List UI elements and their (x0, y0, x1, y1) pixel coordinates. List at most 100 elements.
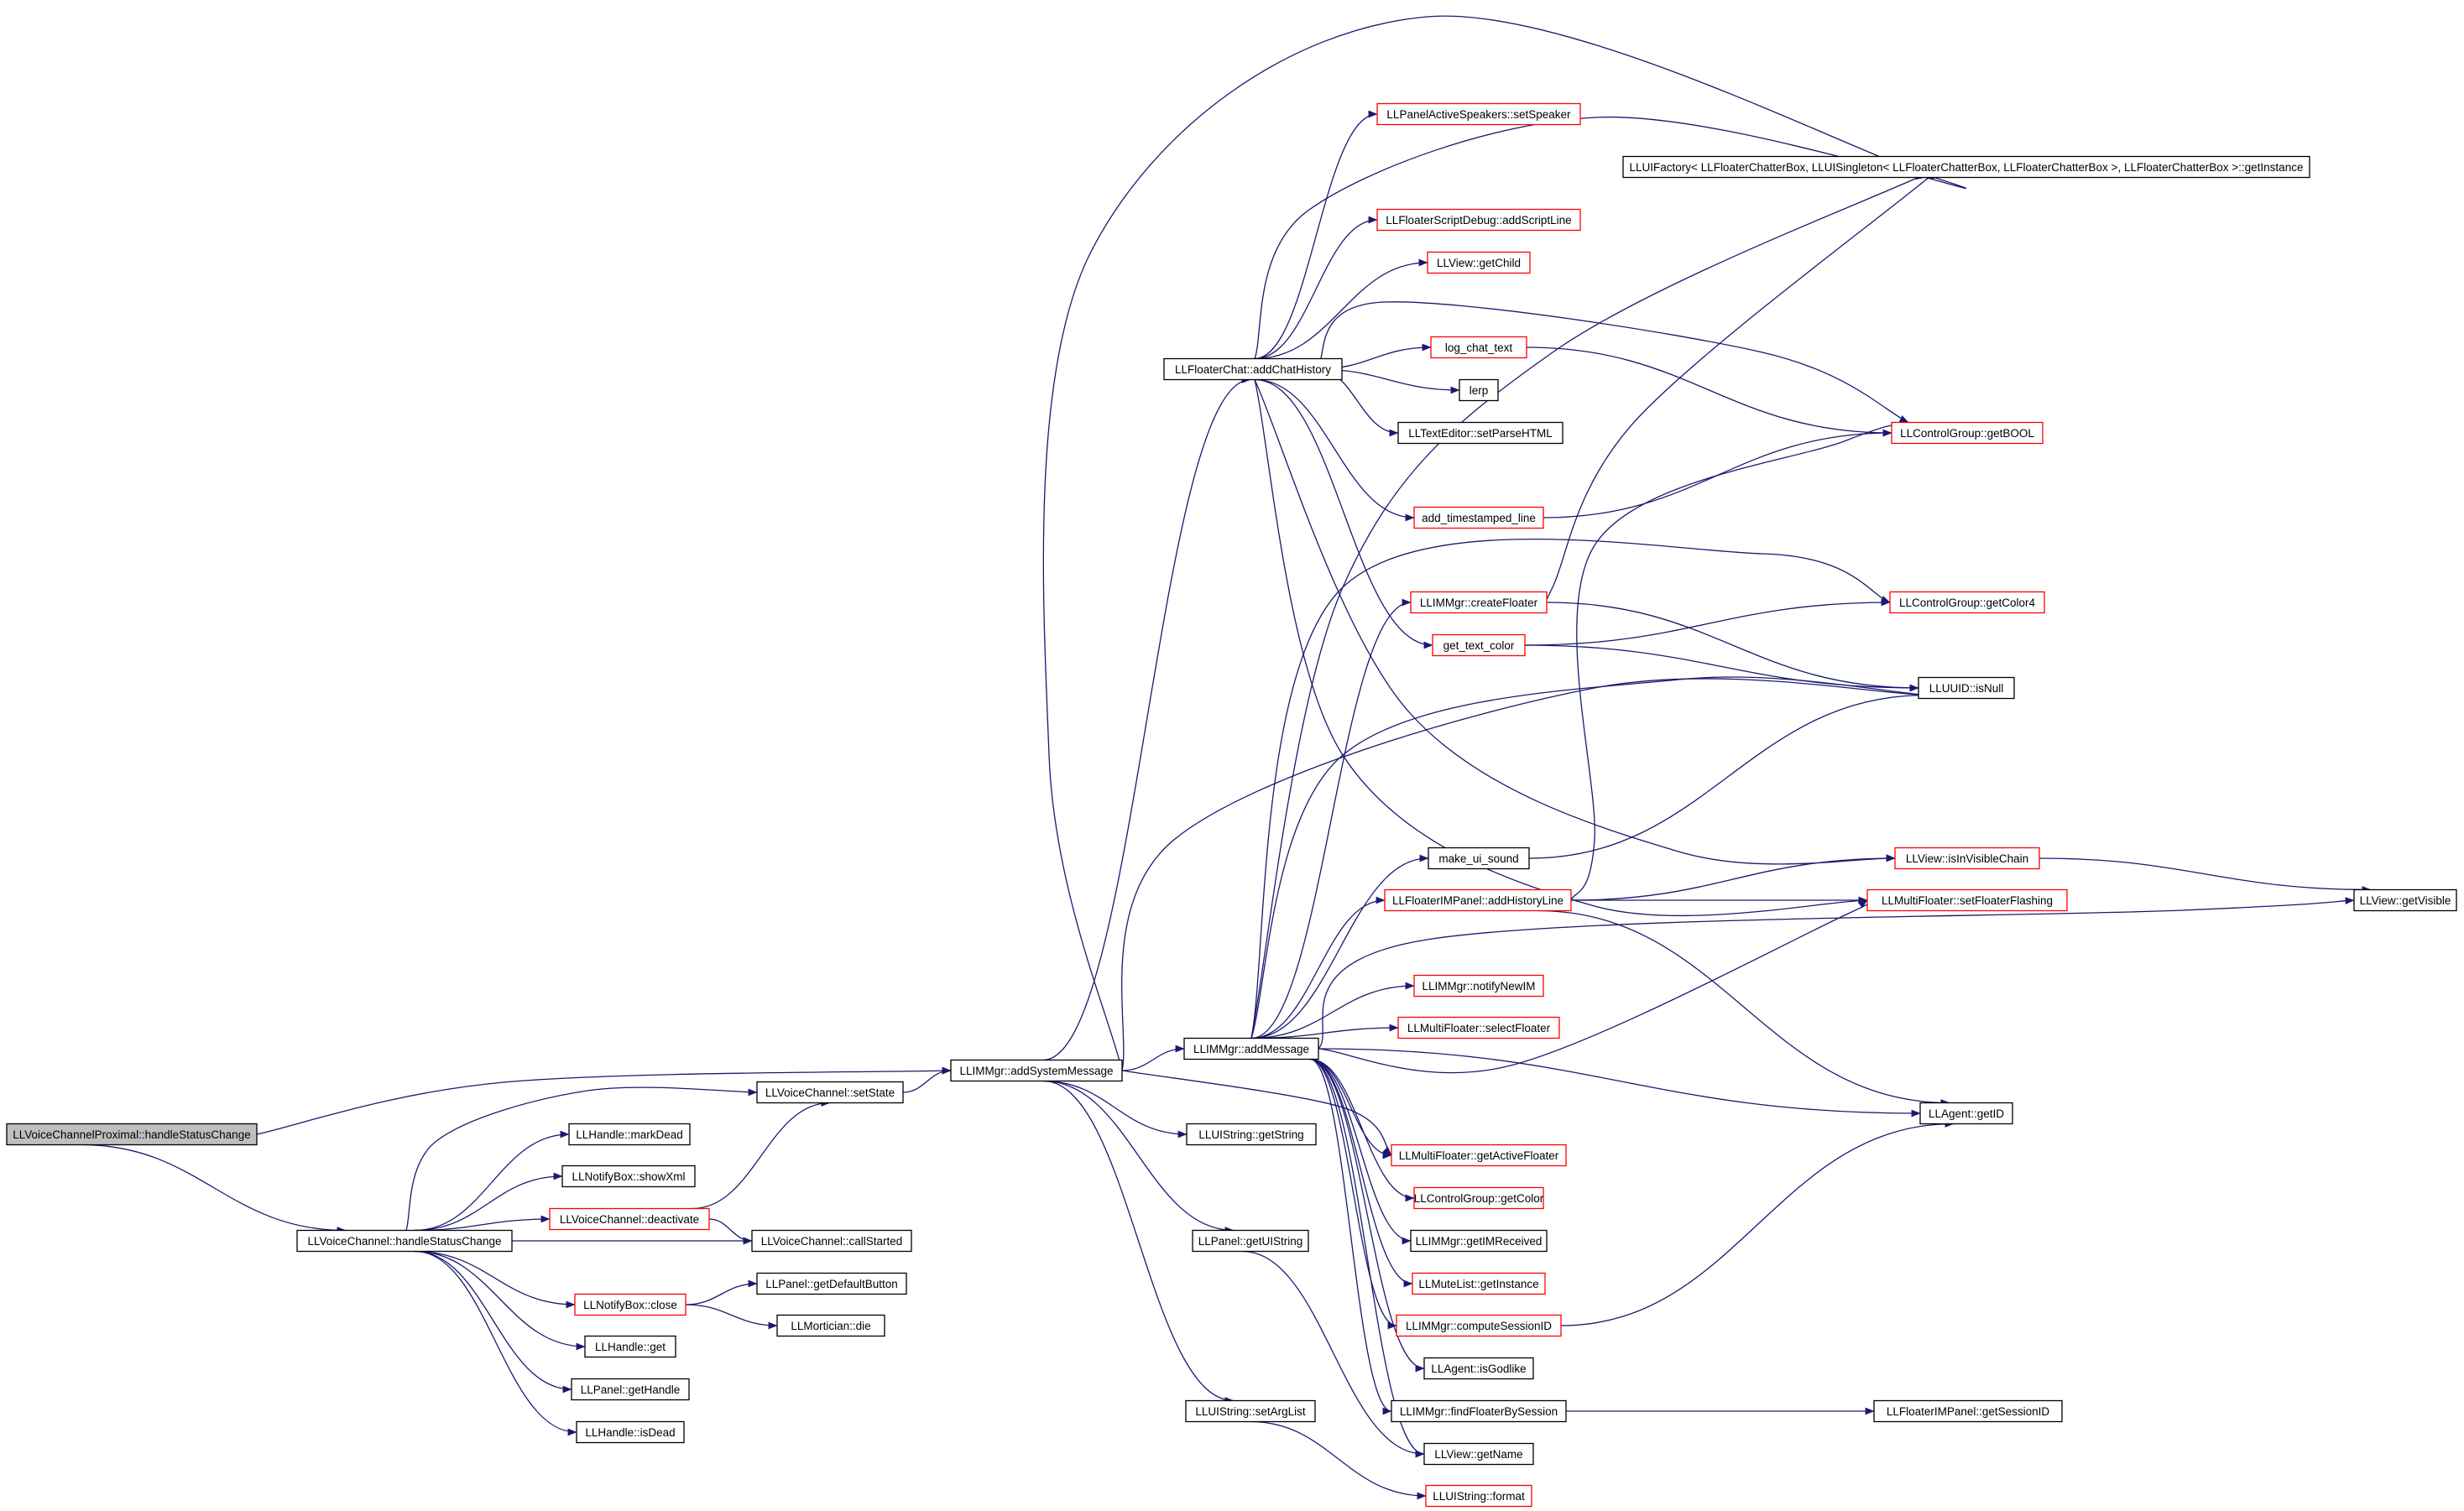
node-getVisible[interactable]: LLView::getVisible (2353, 888, 2457, 912)
node-root[interactable]: LLVoiceChannelProximal::handleStatusChan… (6, 1123, 258, 1146)
node-label: LLMuteList::getInstance (1418, 1278, 1538, 1290)
node-showXml[interactable]: LLNotifyBox::showXml (561, 1165, 696, 1188)
edge-addChat-to-setSpeaker (1254, 110, 1378, 360)
edge-addSys-to-getString (1042, 1080, 1188, 1138)
node-box (1397, 421, 1563, 445)
node-box (950, 1059, 1123, 1082)
node-label: LLMultiFloater::selectFloater (1407, 1022, 1551, 1034)
node-createFl[interactable]: LLIMMgr::createFloater (1410, 591, 1548, 614)
node-addChat[interactable]: LLFloaterChat::addChatHistory (1163, 357, 1343, 381)
node-label: LLIMMgr::addSystemMessage (959, 1065, 1113, 1077)
node-label: LLUIString::setArgList (1195, 1405, 1306, 1418)
node-box (1163, 357, 1343, 381)
node-box (751, 1229, 912, 1253)
node-label: LLAgent::getID (1929, 1107, 2004, 1120)
node-box (1866, 888, 2068, 912)
edge-vc_hsc-to-hIsDead (414, 1250, 577, 1436)
node-box (1873, 1399, 2063, 1423)
node-box (1413, 506, 1544, 529)
node-getDefBtn[interactable]: LLPanel::getDefaultButton (756, 1272, 907, 1295)
node-box (1459, 378, 1499, 402)
node-box (1430, 336, 1527, 359)
node-muteInst[interactable]: LLMuteList::getInstance (1412, 1272, 1546, 1295)
node-getTxtColor[interactable]: get_text_color (1432, 633, 1526, 657)
node-label: LLFloaterIMPanel::addHistoryLine (1392, 894, 1563, 907)
node-mkSound[interactable]: make_ui_sound (1428, 847, 1530, 870)
node-box (2353, 888, 2457, 912)
node-label: LLUIString::getString (1198, 1128, 1303, 1141)
node-isNull[interactable]: LLUUID::isNull (1918, 676, 2015, 700)
node-label: LLMultiFloater::setFloaterFlashing (1882, 894, 2053, 907)
node-logChat[interactable]: log_chat_text (1430, 336, 1527, 359)
node-addTs[interactable]: add_timestamped_line (1413, 506, 1544, 529)
edge-addMsg-to-getVisible (1318, 897, 2355, 1050)
node-addMsg[interactable]: LLIMMgr::addMessage (1183, 1037, 1319, 1060)
node-box (1391, 1399, 1567, 1423)
edge-addMsg-to-muteInst (1309, 1058, 1413, 1288)
edge-logChat-to-getBOOL (1526, 346, 1892, 437)
edge-vc_hsc-to-showXml (414, 1172, 563, 1232)
node-getSessID[interactable]: LLFloaterIMPanel::getSessionID (1873, 1399, 2063, 1423)
node-getChild[interactable]: LLView::getChild (1427, 251, 1531, 274)
node-markDead[interactable]: LLHandle::markDead (568, 1123, 691, 1146)
edge-createFl-to-isNull (1546, 602, 1919, 692)
node-getIMRecv[interactable]: LLIMMgr::getIMReceived (1410, 1229, 1548, 1253)
node-addScript[interactable]: LLFloaterScriptDebug::addScriptLine (1376, 208, 1581, 232)
node-box (1183, 1037, 1319, 1060)
edge-setArgList-to-format (1250, 1420, 1427, 1500)
node-format[interactable]: LLUIString::format (1425, 1484, 1532, 1508)
node-label: get_text_color (1443, 639, 1515, 652)
node-getBOOL[interactable]: LLControlGroup::getBOOL (1891, 421, 2044, 445)
node-setFlash[interactable]: LLMultiFloater::setFloaterFlashing (1866, 888, 2068, 912)
node-isVisChain[interactable]: LLView::isInVisibleChain (1894, 847, 2040, 870)
edge-addMsg-to-addHist (1250, 896, 1386, 1039)
node-nbClose[interactable]: LLNotifyBox::close (574, 1293, 686, 1316)
node-getUIStr[interactable]: LLPanel::getUIString (1192, 1229, 1309, 1253)
node-box (1376, 102, 1581, 126)
node-lerp[interactable]: lerp (1459, 378, 1499, 402)
node-setParse[interactable]: LLTextEditor::setParseHTML (1397, 421, 1563, 445)
node-findFl[interactable]: LLIMMgr::findFloaterBySession (1391, 1399, 1567, 1423)
node-addHist[interactable]: LLFloaterIMPanel::addHistoryLine (1384, 888, 1572, 912)
node-notifyIM[interactable]: LLIMMgr::notifyNewIM (1413, 974, 1544, 998)
node-selFloater[interactable]: LLMultiFloater::selectFloater (1397, 1016, 1560, 1039)
node-isGodlike[interactable]: LLAgent::isGodlike (1423, 1357, 1534, 1380)
node-label: LLVoiceChannel::deactivate (560, 1213, 699, 1226)
node-mortDie[interactable]: LLMortician::die (776, 1314, 885, 1337)
node-deactivate[interactable]: LLVoiceChannel::deactivate (549, 1207, 710, 1231)
node-box (1428, 847, 1530, 870)
node-setSpeaker[interactable]: LLPanelActiveSpeakers::setSpeaker (1376, 102, 1581, 126)
edge-addMsg-to-getName (1309, 1058, 1425, 1458)
node-agentID[interactable]: LLAgent::getID (1919, 1102, 2013, 1125)
node-label: LLAgent::isGodlike (1431, 1363, 1526, 1375)
node-box (1192, 1229, 1309, 1253)
node-getName[interactable]: LLView::getName (1423, 1442, 1534, 1466)
edge-layer (81, 15, 2372, 1500)
node-setArgList[interactable]: LLUIString::setArgList (1185, 1399, 1316, 1423)
node-hGet[interactable]: LLHandle::get (584, 1335, 676, 1358)
node-box (584, 1335, 676, 1358)
node-label: LLView::getChild (1437, 257, 1521, 269)
node-label: LLPanelActiveSpeakers::setSpeaker (1386, 108, 1571, 121)
node-getColor[interactable]: LLControlGroup::getColor (1413, 1186, 1544, 1210)
node-label: LLControlGroup::getColor (1414, 1192, 1544, 1205)
node-box (1425, 1484, 1532, 1508)
node-vc_hsc[interactable]: LLVoiceChannel::handleStatusChange (296, 1229, 513, 1253)
edge-compSess-to-agentID (1560, 1120, 1955, 1326)
node-getInstance[interactable]: LLUIFactory< LLFloaterChatterBox, LLUISi… (1622, 155, 2310, 179)
node-callStarted[interactable]: LLVoiceChannel::callStarted (751, 1229, 912, 1253)
node-box (1413, 974, 1544, 998)
node-pGetHandle[interactable]: LLPanel::getHandle (571, 1378, 690, 1401)
edge-root-to-vc_hsc (81, 1144, 347, 1234)
node-getActive[interactable]: LLMultiFloater::getActiveFloater (1391, 1144, 1567, 1167)
node-box (1410, 591, 1548, 614)
edge-vc_hsc-to-nbClose (414, 1250, 576, 1309)
node-box (574, 1293, 686, 1316)
node-compSess[interactable]: LLIMMgr::computeSessionID (1396, 1314, 1562, 1337)
node-addSys[interactable]: LLIMMgr::addSystemMessage (950, 1059, 1123, 1082)
node-hIsDead[interactable]: LLHandle::isDead (576, 1420, 685, 1444)
node-getColor4[interactable]: LLControlGroup::getColor4 (1889, 591, 2045, 614)
node-setState[interactable]: LLVoiceChannel::setState (756, 1081, 904, 1104)
node-getString[interactable]: LLUIString::getString (1186, 1123, 1317, 1146)
edge-addMsg-to-mkSound (1250, 854, 1429, 1039)
